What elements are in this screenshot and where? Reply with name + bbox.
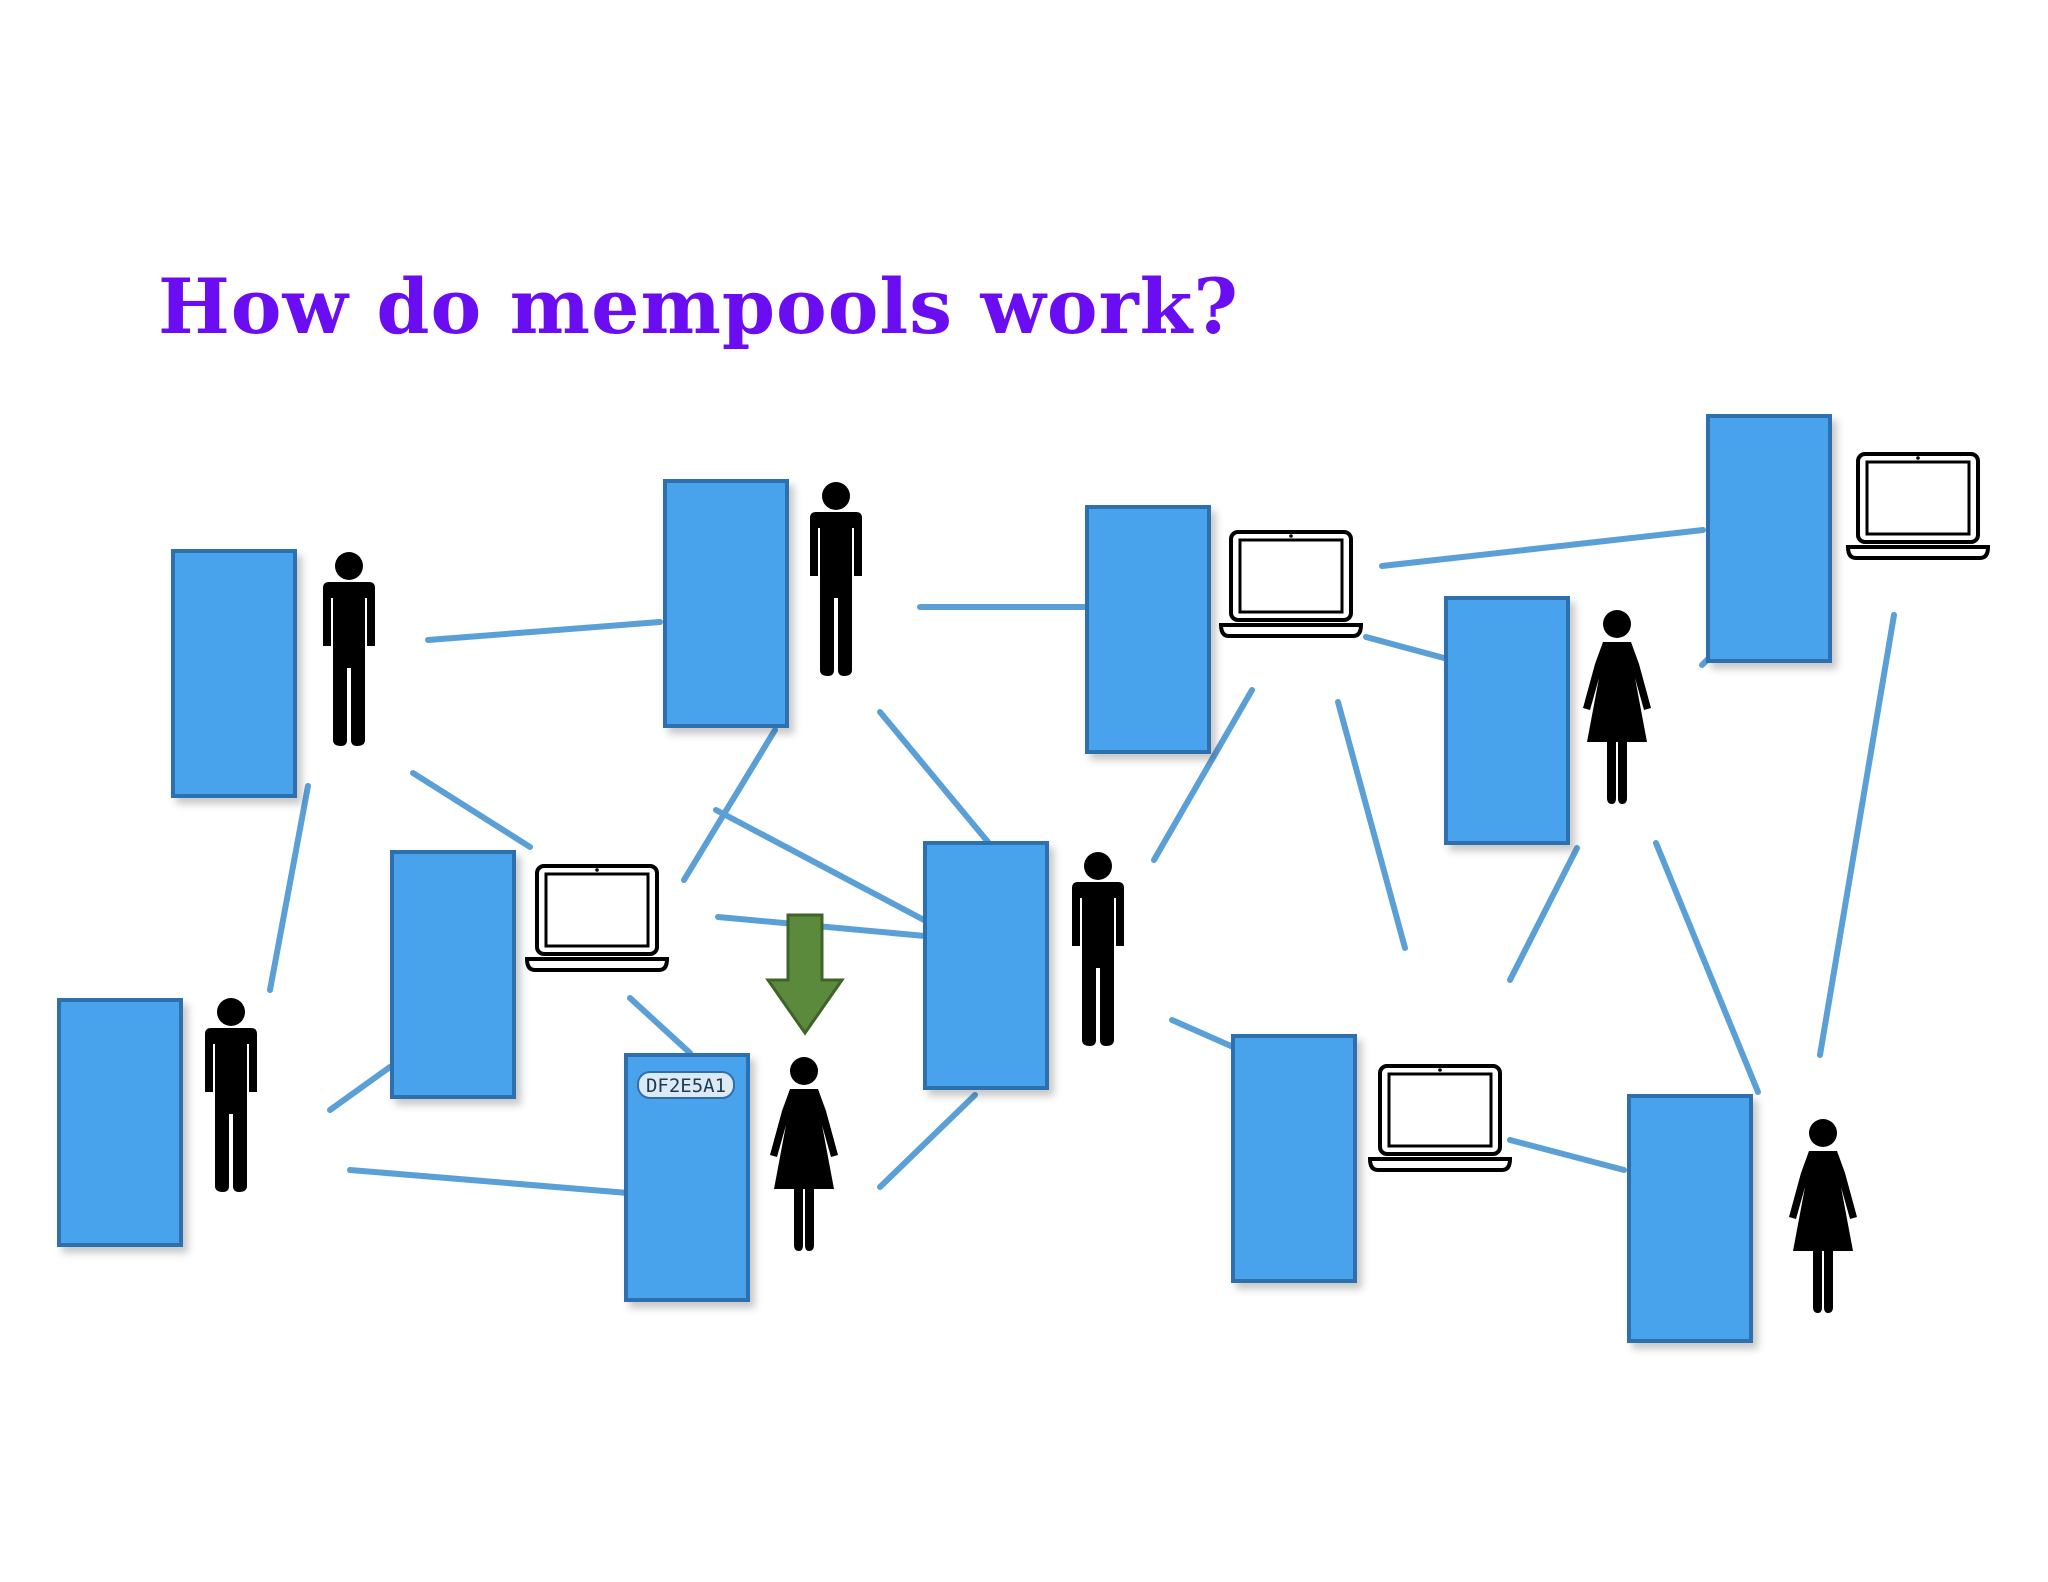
network-link [1817, 612, 1897, 1058]
mempool-node [1706, 414, 1832, 663]
mempool-node [1444, 596, 1570, 845]
network-links [267, 527, 1897, 1196]
network-link [1507, 845, 1580, 983]
network-link [877, 709, 991, 845]
mempool-node [663, 479, 789, 728]
down-arrow-icon [765, 913, 845, 1036]
transaction-id-label: DF2E5A1 [646, 1075, 726, 1097]
network-link [1653, 840, 1761, 1095]
woman-icon [770, 1057, 838, 1251]
network-link [425, 619, 663, 643]
laptop-icon [525, 864, 669, 972]
network-link [681, 727, 778, 883]
network-link [713, 807, 927, 923]
network-link [877, 1092, 978, 1190]
mempool-node [57, 998, 183, 1247]
laptop-icon [1846, 452, 1990, 560]
network-link [410, 770, 533, 850]
mempool-node [1231, 1034, 1357, 1283]
woman-icon [1583, 610, 1651, 804]
mempool-node [1627, 1094, 1753, 1343]
network-link [627, 995, 693, 1056]
laptop-icon [1368, 1064, 1512, 1172]
woman-icon [1789, 1119, 1857, 1313]
network-link [267, 783, 311, 993]
man-icon [1072, 852, 1124, 1046]
network-link [1379, 527, 1706, 569]
laptop-icon [1219, 530, 1363, 638]
network-link [1363, 634, 1447, 661]
mempool-node [171, 549, 297, 798]
transaction-badge: DF2E5A1 [637, 1071, 735, 1099]
mempool-node [390, 850, 516, 1099]
mempool-node [1085, 505, 1211, 754]
network-link [347, 1167, 631, 1196]
network-link [1335, 699, 1408, 951]
mempool-node [923, 841, 1049, 1090]
network-link [1151, 687, 1255, 863]
network-link [1169, 1017, 1243, 1053]
man-icon [323, 552, 375, 746]
page-title: How do mempools work? [158, 262, 1239, 351]
network-link [327, 1064, 393, 1113]
network-link [1507, 1137, 1627, 1173]
network-nodes [57, 414, 1832, 1343]
man-icon [810, 482, 862, 676]
man-icon [205, 998, 257, 1192]
